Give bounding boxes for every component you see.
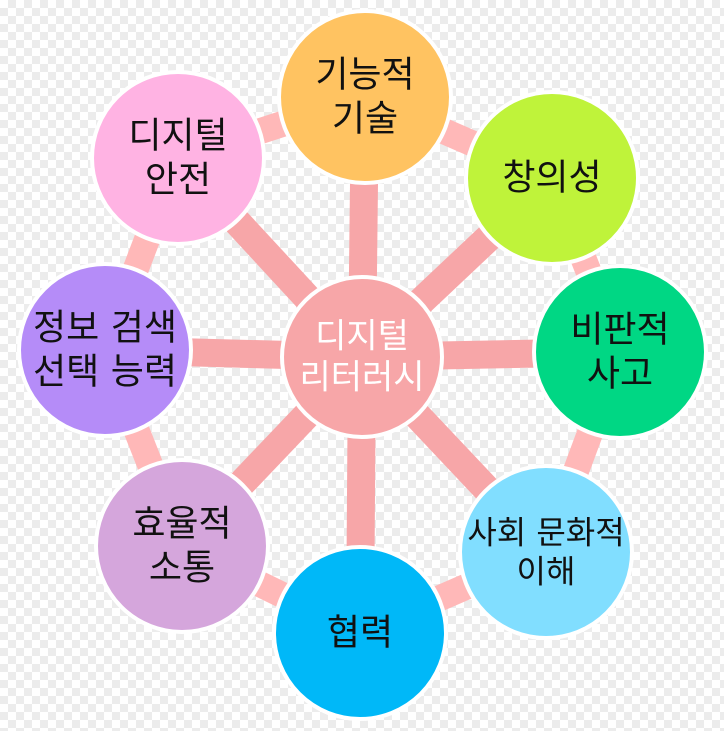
node-circle bbox=[94, 458, 270, 634]
node-label-line: 선택 능력 bbox=[33, 351, 177, 392]
node-label-line: 소통 bbox=[149, 547, 215, 588]
node-circle bbox=[90, 70, 266, 246]
node-label-line: 기능적 bbox=[315, 55, 414, 96]
node-circle bbox=[532, 264, 708, 440]
node-circle bbox=[458, 464, 634, 640]
node-label-line: 사고 bbox=[587, 353, 653, 394]
node-label-line: 기술 bbox=[332, 98, 398, 139]
node-label-line: 안전 bbox=[145, 159, 211, 200]
node-circle bbox=[464, 90, 640, 266]
center-circle bbox=[280, 275, 444, 439]
node-creativity: 창의성 bbox=[464, 90, 640, 266]
node-circle bbox=[272, 545, 448, 721]
node-label-line: 디지털 bbox=[315, 316, 409, 356]
node-label-line: 정보 검색 bbox=[33, 308, 177, 349]
node-label-line: 협력 bbox=[327, 613, 393, 654]
node-collaboration: 협력 bbox=[272, 545, 448, 721]
node-label-line: 창의성 bbox=[502, 158, 601, 199]
node-label-line: 리터러시 bbox=[299, 358, 424, 398]
node-label-line: 비판적 bbox=[570, 310, 669, 351]
node-label-line: 디지털 bbox=[128, 116, 227, 157]
node-circle bbox=[277, 9, 453, 185]
node-label-line: 사회 문화적 bbox=[467, 513, 624, 551]
node-label-line: 이해 bbox=[517, 553, 576, 591]
node-circle bbox=[17, 262, 193, 438]
node-label-line: 효율적 bbox=[132, 504, 231, 545]
